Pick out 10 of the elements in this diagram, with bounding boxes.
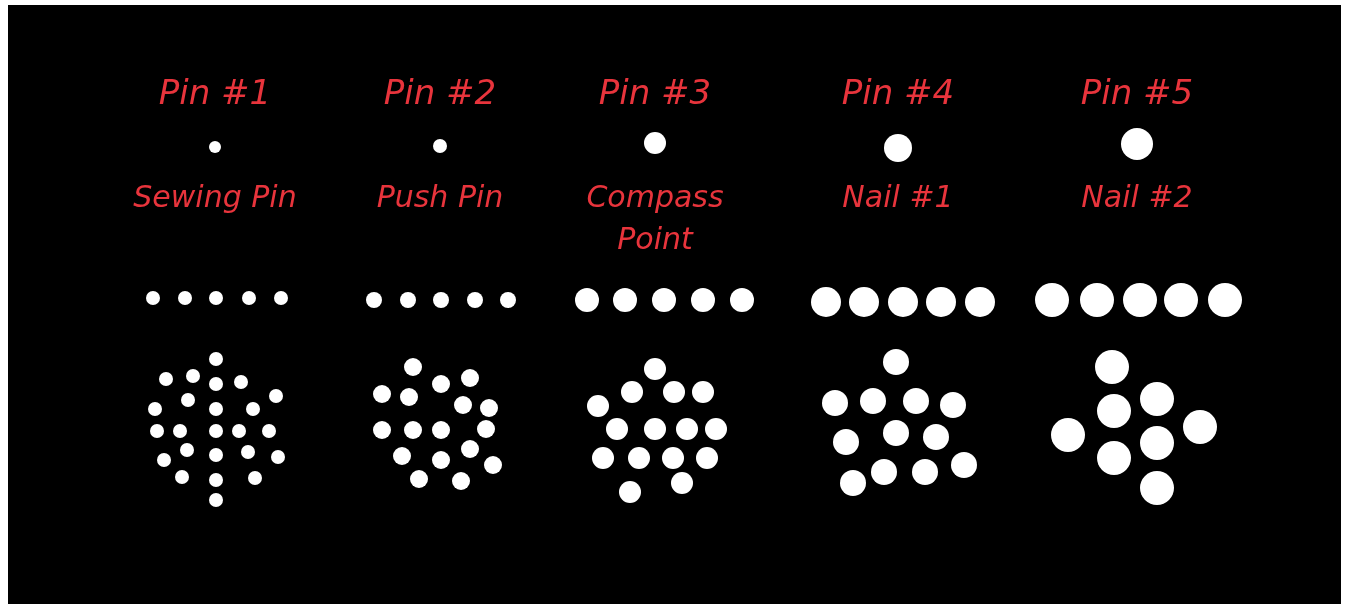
pin-type-label: Sewing Pin [132,178,298,216]
pin-type-label: Compass Point [585,178,725,258]
pin-title: Pin #1 [157,71,273,114]
pin-type-label: Nail #1 [841,178,955,216]
pin-title: Pin #5 [1079,71,1195,114]
pin-type-label: Push Pin [375,178,505,216]
pin-type-label: Nail #2 [1080,178,1194,216]
pin-title: Pin #2 [382,71,498,114]
pin-title: Pin #4 [840,71,956,114]
pin-title: Pin #3 [597,71,713,114]
